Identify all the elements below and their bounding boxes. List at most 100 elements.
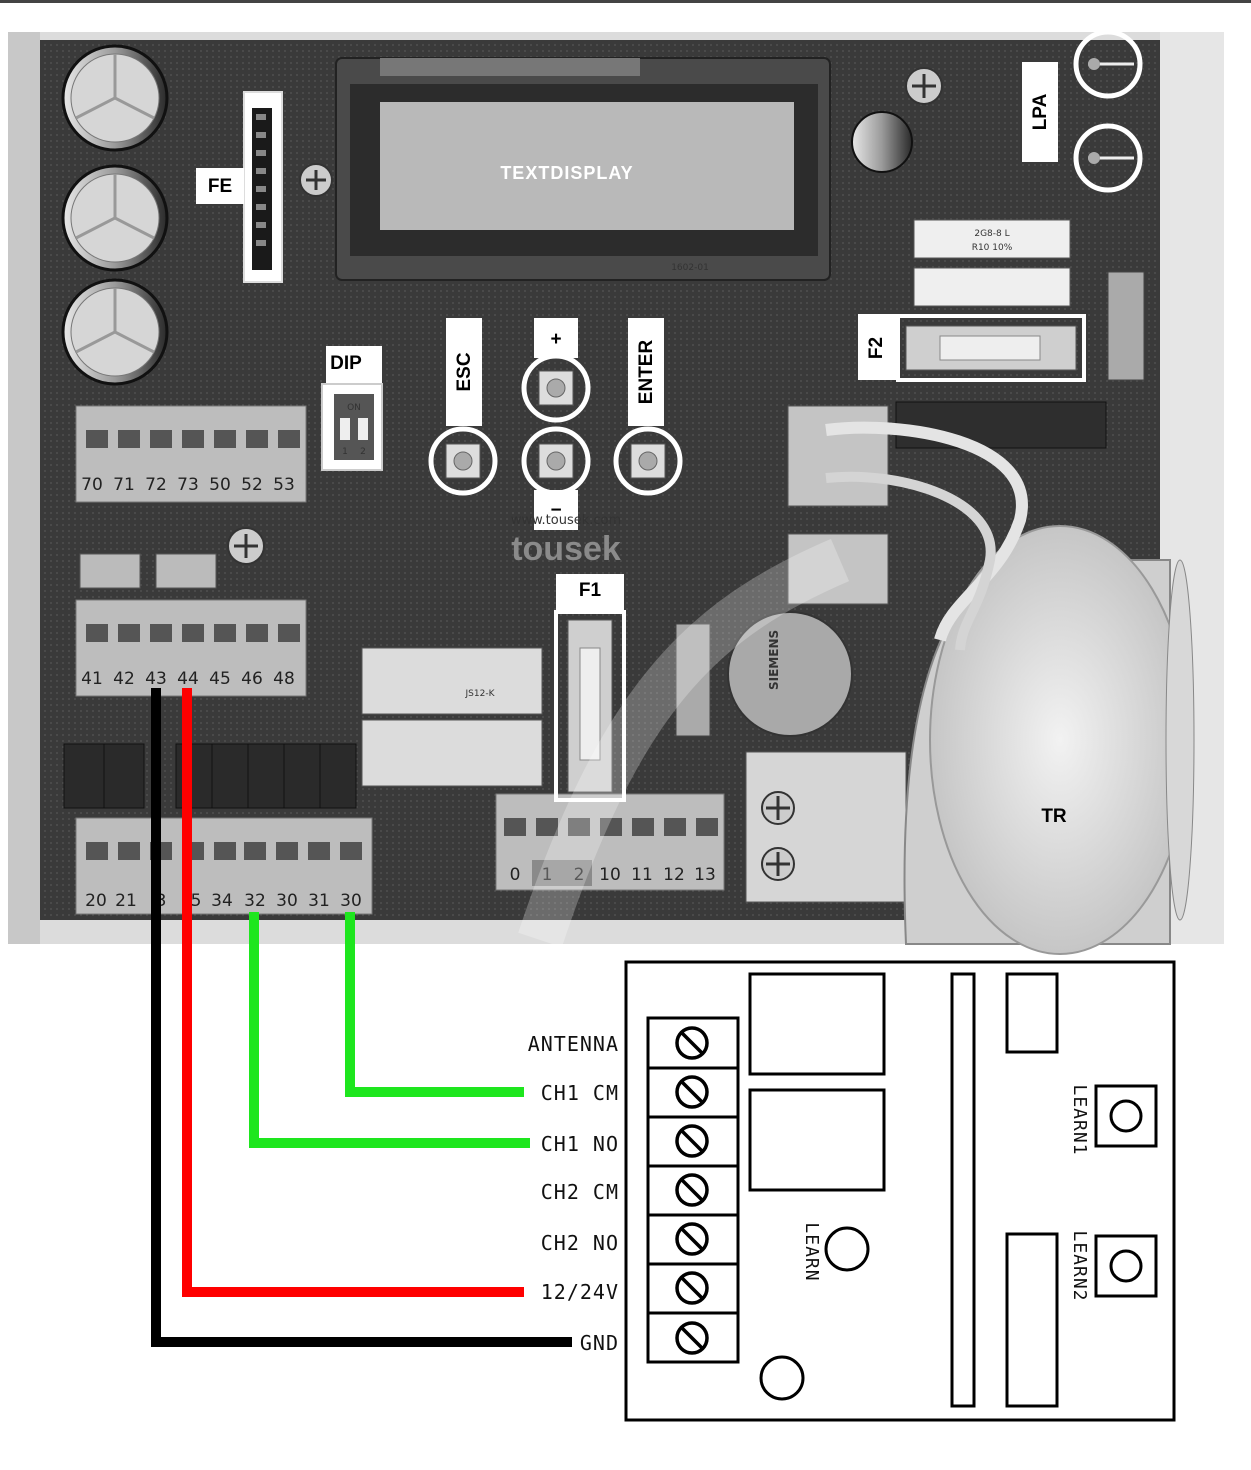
toroidal-transformer: TR [825, 421, 1195, 955]
dip-on-label: ON [347, 403, 361, 413]
receiver-relay-2 [748, 1088, 886, 1192]
dip-number-1: 1 [342, 447, 348, 457]
led-indicator [759, 1355, 805, 1401]
lcd-code: 1602-01 [671, 263, 709, 273]
wires [151, 688, 572, 1347]
mains-terminal [787, 405, 889, 507]
terminal-label-ch2-cm: CH2 CM [541, 1180, 619, 1204]
relay: JS12-K [361, 647, 543, 787]
fe-label: FE [208, 176, 232, 197]
receiver-relay-1 [748, 972, 886, 1076]
motor-capacitor [675, 623, 711, 737]
terminal-12: 12 [663, 865, 685, 885]
tr-label: TR [1041, 806, 1067, 827]
learn-label: LEARN [801, 1222, 822, 1281]
enter-label: ENTER [636, 340, 657, 405]
terminal-10: 10 [599, 865, 621, 885]
terminal-70: 70 [81, 475, 103, 495]
f1-label: F1 [579, 580, 602, 601]
display-label: TEXTDISPLAY [500, 163, 633, 183]
receiver-module-2 [1005, 1232, 1059, 1408]
top-rule [0, 0, 1251, 3]
terminal-73: 73 [177, 475, 199, 495]
relay-marking: JS12-K [465, 689, 496, 699]
terminal-43: 43 [145, 669, 167, 689]
terminal-46: 46 [241, 669, 263, 689]
esc-label: ESC [454, 352, 475, 391]
terminal-32: 32 [244, 891, 266, 911]
terminal-34: 34 [211, 891, 233, 911]
resistor-marking: 2G8-8 L [974, 229, 1009, 239]
learn2-label: LEARN2 [1069, 1230, 1090, 1301]
fuse-f2: F2 [858, 314, 1086, 382]
siemens-brand: SIEMENS [767, 630, 781, 690]
terminal-31: 31 [308, 891, 330, 911]
resistor: 2G8-8 L R10 10% [913, 219, 1071, 307]
brand-url: www.tousek.com [511, 513, 621, 528]
terminal-2: 2 [574, 865, 585, 885]
heat-sink [745, 751, 907, 903]
resistor-sub: R10 10% [972, 243, 1013, 253]
terminal-0: 0 [510, 865, 521, 885]
minus-label: − [550, 500, 561, 521]
dip-label: DIP [330, 353, 362, 374]
terminal-block-mid: 41 42 43 44 45 46 48 [75, 599, 307, 697]
terminal-label-ch1-no: CH1 NO [541, 1132, 619, 1156]
wire-ch1-cm [345, 912, 524, 1097]
f2-label: F2 [866, 337, 887, 359]
terminal-label-ch1-cm: CH1 CM [541, 1081, 619, 1105]
terminal-48: 48 [273, 669, 295, 689]
fe-connector: FE [196, 91, 283, 283]
fuse-f1: F1 [554, 574, 626, 802]
wire-ground [151, 688, 572, 1347]
lcd-display: TEXTDISPLAY 1602-01 [335, 57, 831, 281]
dip-switch[interactable]: DIP ON 1 2 [321, 346, 383, 471]
learn1-button[interactable] [1094, 1084, 1158, 1148]
esc-button[interactable] [428, 426, 498, 496]
brand-logo: tousek [511, 530, 621, 568]
terminal-13: 13 [694, 865, 716, 885]
motor-capacitor-2 [1107, 271, 1145, 381]
wire-ch1-no [249, 912, 530, 1148]
learn1-label: LEARN1 [1069, 1084, 1090, 1155]
terminal-41: 41 [81, 669, 103, 689]
receiver-antenna-strip [950, 972, 976, 1408]
terminal-52: 52 [241, 475, 263, 495]
learn-button[interactable] [824, 1226, 870, 1272]
terminal-30a: 30 [276, 891, 298, 911]
terminal-44: 44 [177, 669, 199, 689]
terminal-block-bottom: 20 21 3 5 34 32 30 31 30 [75, 817, 373, 915]
screw-icon [227, 67, 943, 565]
terminal-1: 1 [542, 865, 553, 885]
terminal-30b: 30 [340, 891, 362, 911]
enter-button[interactable] [613, 426, 683, 496]
terminal-label-power: 12/24V [541, 1280, 619, 1304]
terminal-21: 21 [115, 891, 137, 911]
screw-terminal-icon [675, 1026, 709, 1355]
terminal-block-top: 70 71 72 73 50 52 53 [75, 405, 307, 503]
terminal-50: 50 [209, 475, 231, 495]
terminal-20: 20 [85, 891, 107, 911]
terminal-45: 45 [209, 669, 231, 689]
terminal-5: 5 [191, 891, 202, 911]
terminal-label-gnd: GND [580, 1331, 619, 1355]
siemens-filter: SIEMENS [727, 611, 853, 737]
control-board: FE TEXTDISPLAY 1602-01 DIP ON [8, 29, 1224, 955]
radio-receiver: ANTENNA CH1 CM CH1 NO CH2 CM CH2 NO 12/2… [528, 960, 1176, 1422]
lpa-connector: LPA [1022, 29, 1143, 193]
terminal-11: 11 [631, 865, 653, 885]
terminal-72: 72 [145, 475, 167, 495]
receiver-module [1005, 972, 1059, 1054]
terminal-block-center: 0 1 2 10 11 12 13 [495, 793, 725, 891]
terminal-53: 53 [273, 475, 295, 495]
terminal-label-ch2-no: CH2 NO [541, 1231, 619, 1255]
plus-button[interactable] [521, 353, 591, 423]
wire-power [182, 688, 524, 1297]
transistor-row [63, 743, 357, 809]
learn2-button[interactable] [1094, 1234, 1158, 1298]
capacitor-bank [61, 44, 169, 386]
lpa-label: LPA [1030, 93, 1051, 130]
dip-number-2: 2 [360, 447, 366, 457]
minus-button[interactable] [521, 426, 591, 496]
